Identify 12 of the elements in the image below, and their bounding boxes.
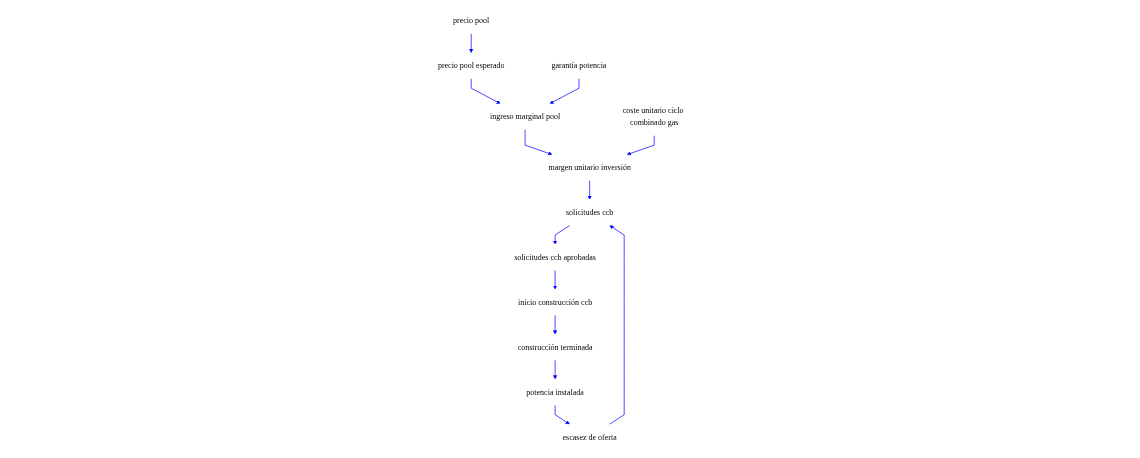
node-text: precio pool [453,16,490,26]
node-text: escasez de oferta [563,432,618,442]
node-text: ingreso marginal pool [490,112,561,122]
node-text: precio pool esperado [438,61,505,71]
node-text: margen unitario inversión [548,163,632,172]
node-text: garantía potencia [551,61,607,71]
node-text: inicio construcción ccb [518,297,593,307]
node-text: potencia instalada [526,387,585,397]
node-text: coste unitario ciclo combinado gas [623,106,685,128]
node-text: solicitudes ccb [566,207,614,217]
node-text: solicitudes ccb aprobadas [514,252,597,262]
node-text: construcción terminada [518,342,593,352]
